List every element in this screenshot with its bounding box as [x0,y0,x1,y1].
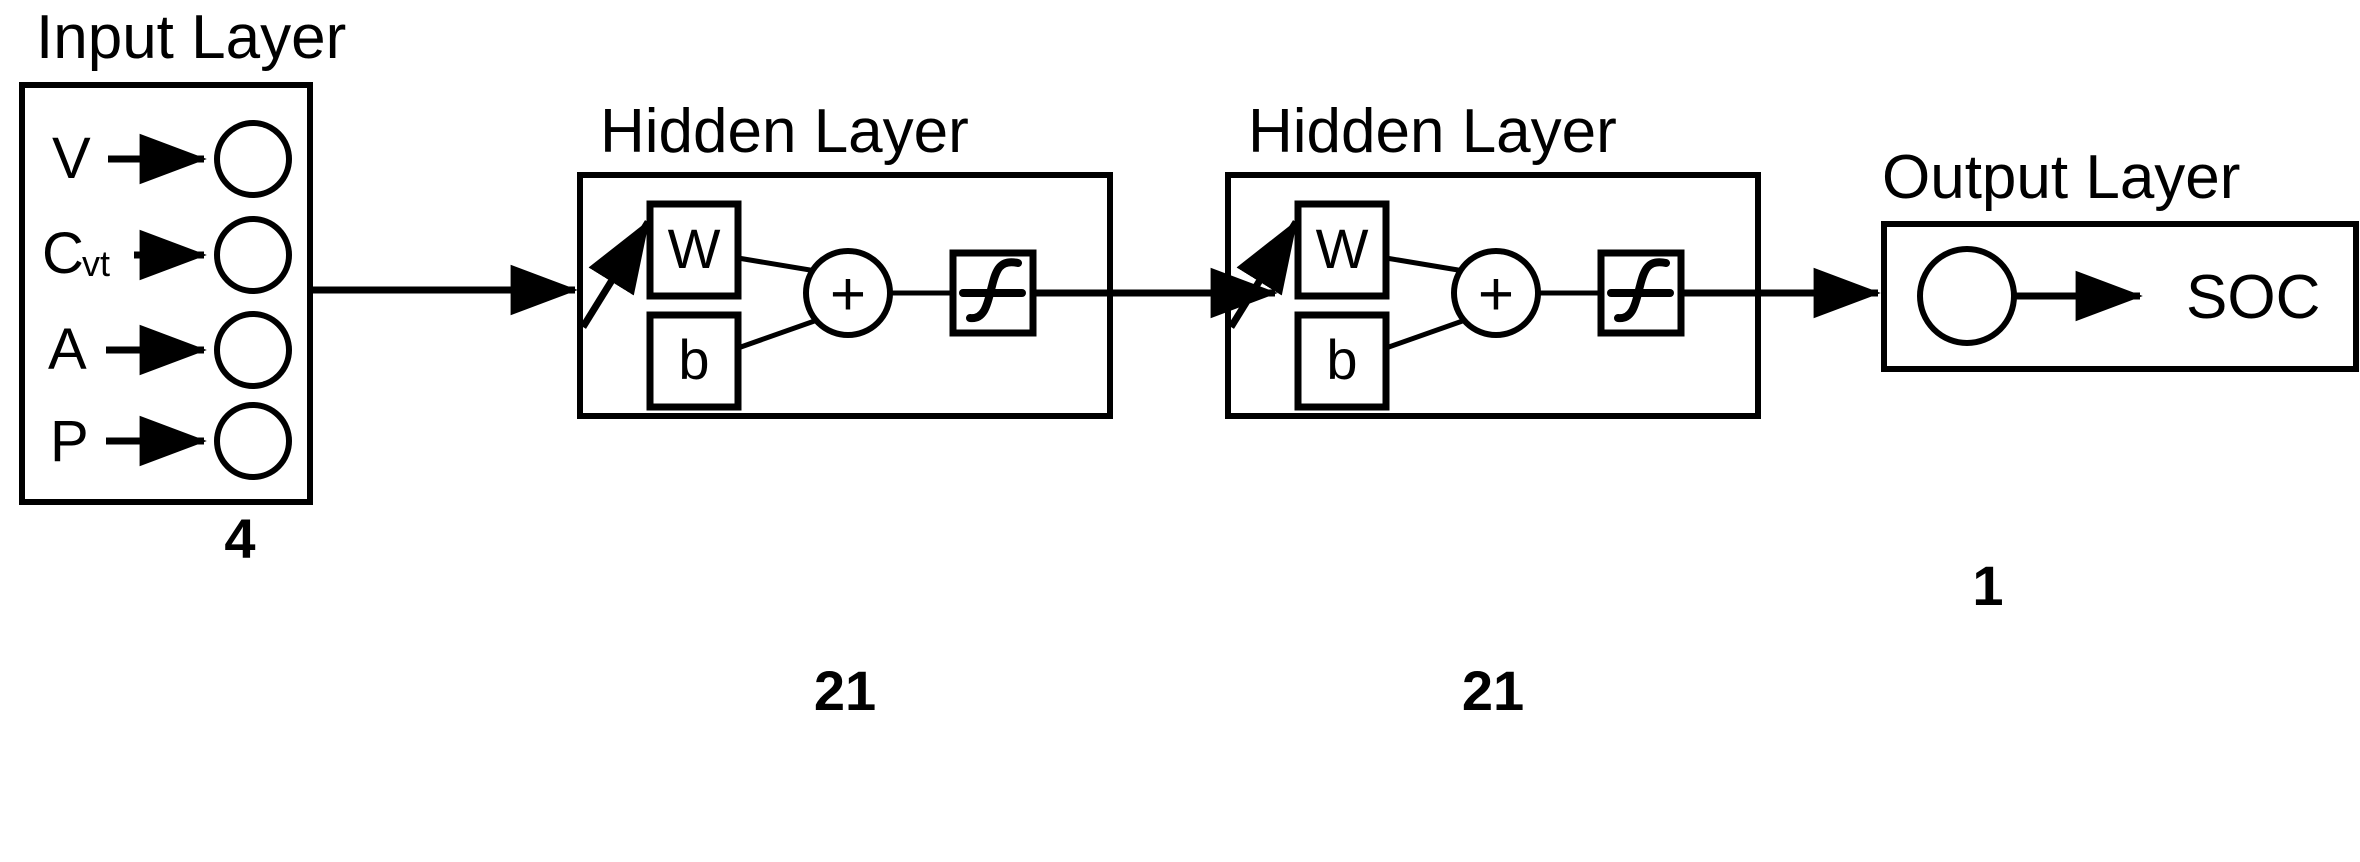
hidden-layer-2-count: 21 [1462,659,1524,722]
hidden2-bias-box [1294,311,1390,411]
input-label-a: A [48,317,87,382]
hidden-layer-1-count: 21 [814,659,876,722]
input-label-cvt: C [42,221,84,286]
input-label-cvt-subscript: vt [82,243,110,284]
input-node-2 [214,216,292,294]
output-value-label: SOC [2186,263,2320,332]
input-node-3 [214,311,292,389]
output-layer-count: 1 [1972,554,2003,617]
hidden1-weight-label: W [668,217,721,280]
hidden2-weight-label: W [1316,217,1369,280]
output-layer-frame [1881,221,2359,372]
hidden1-activation-icon [966,258,1022,323]
input-label-v: V [52,126,91,191]
input-layer-frame [19,82,313,505]
input-node-4 [214,402,292,480]
hidden2-input-diagonal [1228,219,1299,329]
hidden1-weight-box [646,200,742,300]
hidden1-bias-box [646,311,742,411]
input-node-1 [214,120,292,198]
hidden1-bias-label: b [678,328,709,391]
output-layer-title: Output Layer [1882,143,2240,212]
hidden2-bias-label: b [1326,328,1357,391]
hidden-layer-1-title: Hidden Layer [600,97,969,166]
hidden-layer-2-title: Hidden Layer [1248,97,1617,166]
hidden2-weight-box [1294,200,1390,300]
input-layer-title: Input Layer [36,3,346,72]
hidden2-activation-icon [1614,258,1670,323]
hidden2-sum-label: + [1478,260,1514,329]
hidden1-sum-label: + [830,260,866,329]
hidden1-input-diagonal [580,219,651,329]
input-label-p: P [50,409,89,474]
output-node [1917,246,2017,346]
input-layer-count: 4 [224,507,255,570]
